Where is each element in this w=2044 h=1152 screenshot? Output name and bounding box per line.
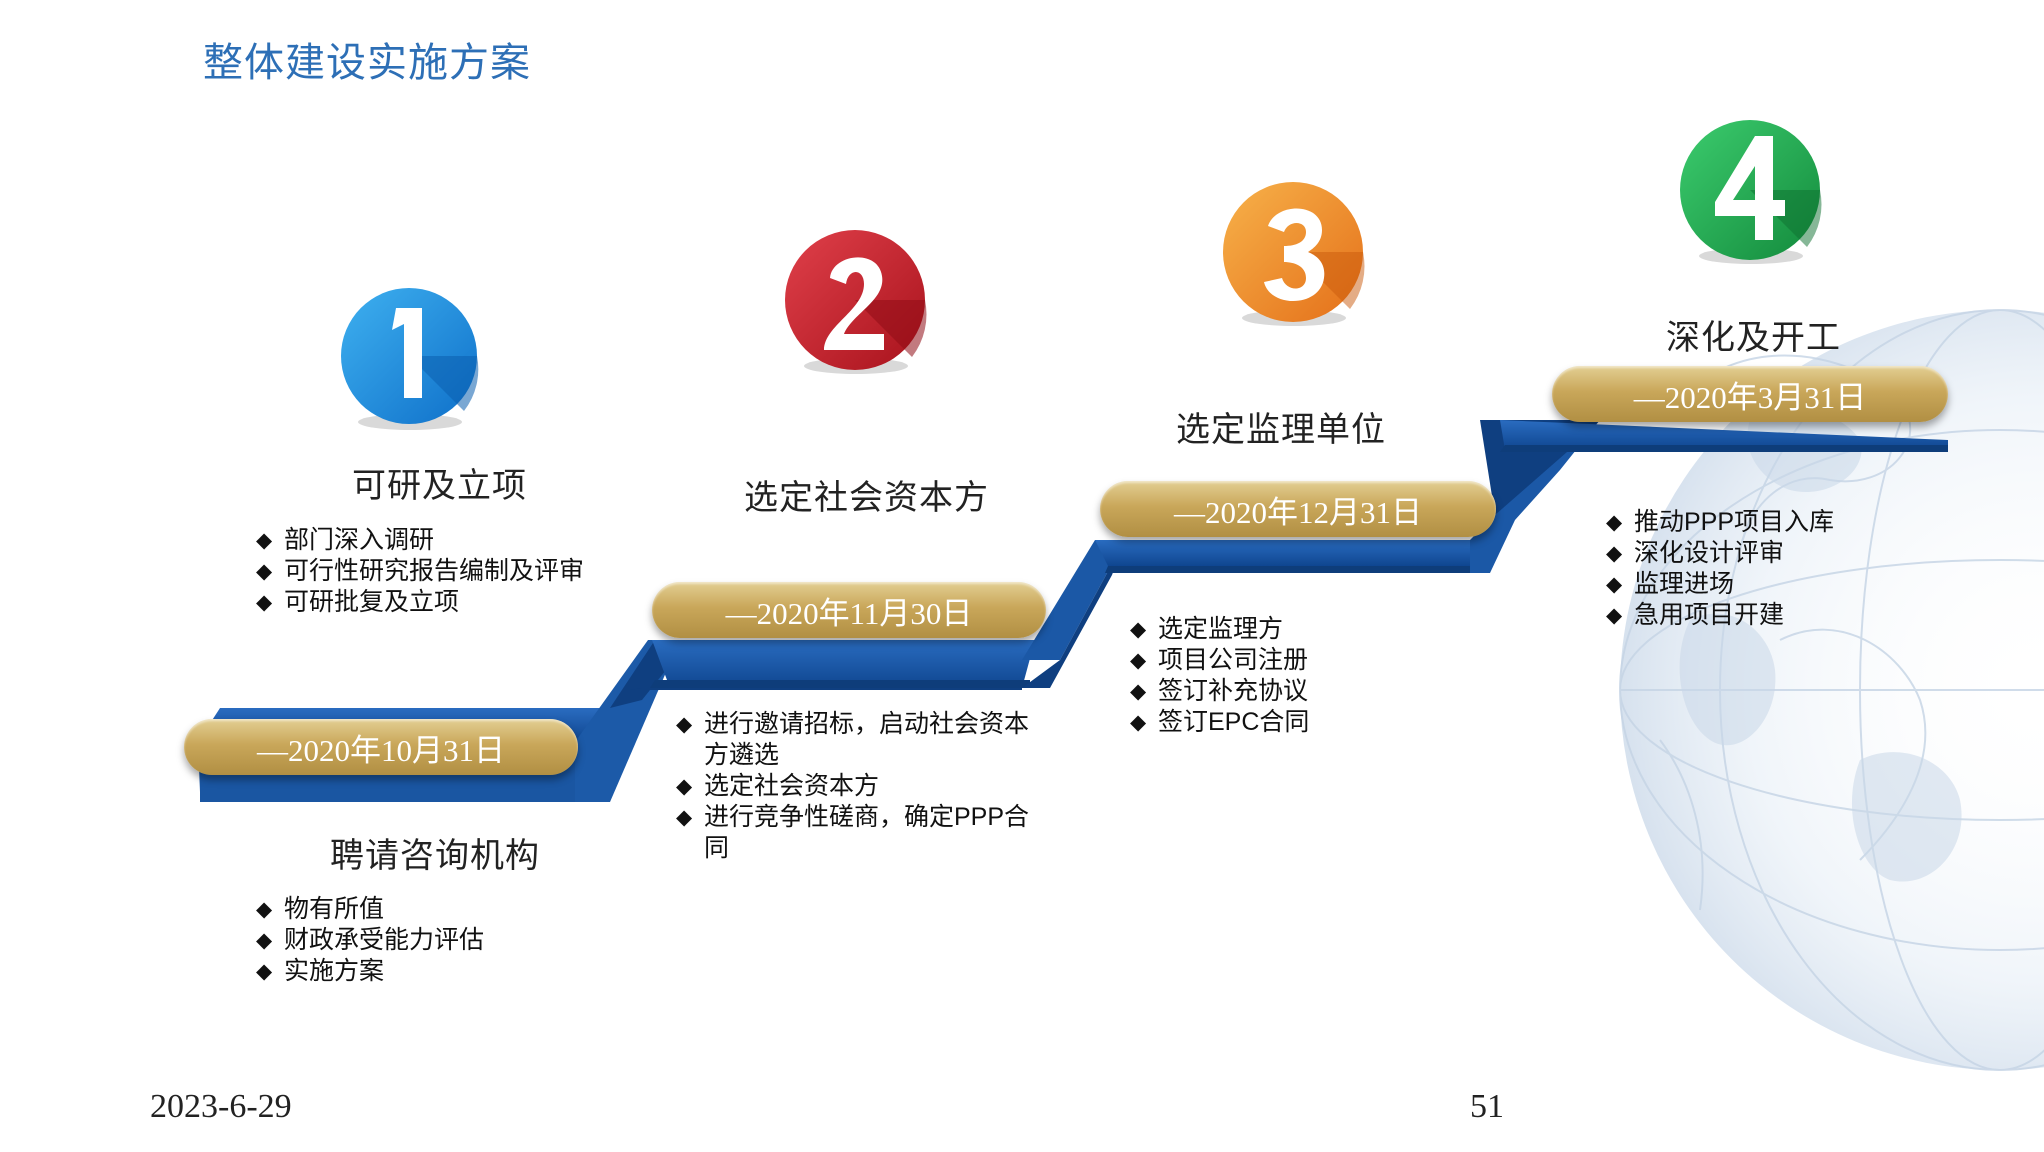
diamond-bullet-icon: ◆ — [256, 929, 273, 952]
number-3-icon — [1223, 182, 1365, 326]
stage-2-title: 选定社会资本方 — [744, 480, 989, 517]
page-number: 51 — [1470, 1088, 1504, 1125]
stage-3-list: ◆选定监理方 ◆项目公司注册 ◆签订补充协议 ◆签订EPC合同 — [1130, 614, 1309, 738]
diamond-bullet-icon: ◆ — [676, 775, 693, 798]
diamond-bullet-icon: ◆ — [1130, 618, 1147, 641]
diamond-bullet-icon: ◆ — [1606, 542, 1623, 565]
list-item: ◆可研批复及立项 — [256, 588, 460, 616]
stage-2-list: ◆进行邀请招标，启动社会资本方遴选 ◆选定社会资本方 ◆进行竞争性磋商，确定PP… — [676, 709, 1052, 864]
list-item: ◆部门深入调研 — [256, 526, 435, 554]
number-4-icon — [1680, 120, 1822, 264]
date-pill-2: —2020年11月30日 — [652, 582, 1046, 638]
diamond-bullet-icon: ◆ — [256, 529, 273, 552]
list-item: ◆选定监理方 — [1130, 615, 1284, 643]
date-pill-4: —2020年3月31日 — [1552, 366, 1948, 422]
diamond-bullet-icon: ◆ — [1130, 680, 1147, 703]
number-2-icon — [785, 230, 927, 374]
diamond-bullet-icon: ◆ — [256, 560, 273, 583]
diamond-bullet-icon: ◆ — [1606, 604, 1623, 627]
list-item: ◆进行竞争性磋商，确定PPP合同 — [676, 803, 1030, 862]
list-item: ◆签订补充协议 — [1130, 677, 1309, 705]
diamond-bullet-icon: ◆ — [676, 806, 693, 829]
diamond-bullet-icon: ◆ — [676, 713, 693, 736]
stage-1-list: ◆部门深入调研 ◆可行性研究报告编制及评审 ◆可研批复及立项 — [256, 525, 584, 618]
list-item: ◆物有所值 — [256, 895, 385, 923]
diamond-bullet-icon: ◆ — [256, 898, 273, 921]
list-item: ◆选定社会资本方 — [676, 772, 880, 800]
globe-background — [1619, 309, 2044, 1071]
list-item: ◆急用项目开建 — [1606, 601, 1785, 629]
stage-4-list: ◆推动PPP项目入库 ◆深化设计评审 ◆监理进场 ◆急用项目开建 — [1606, 507, 1834, 631]
list-item: ◆推动PPP项目入库 — [1606, 508, 1835, 536]
date-pill-1: —2020年10月31日 — [184, 719, 578, 775]
list-item: ◆深化设计评审 — [1606, 539, 1785, 567]
list-item: ◆财政承受能力评估 — [256, 926, 485, 954]
list-item: ◆签订EPC合同 — [1130, 708, 1310, 736]
diamond-bullet-icon: ◆ — [1606, 511, 1623, 534]
list-item: ◆可行性研究报告编制及评审 — [256, 557, 585, 585]
stage-3-title: 选定监理单位 — [1176, 412, 1386, 449]
diamond-bullet-icon: ◆ — [1606, 573, 1623, 596]
diamond-bullet-icon: ◆ — [1130, 711, 1147, 734]
list-item: ◆项目公司注册 — [1130, 646, 1309, 674]
first-step-title: 聘请咨询机构 — [330, 838, 540, 875]
date-pill-3: —2020年12月31日 — [1100, 481, 1496, 537]
diamond-bullet-icon: ◆ — [1130, 649, 1147, 672]
list-item: ◆实施方案 — [256, 957, 385, 985]
diamond-bullet-icon: ◆ — [256, 960, 273, 983]
first-step-list: ◆物有所值 ◆财政承受能力评估 ◆实施方案 — [256, 894, 484, 987]
slide-title: 整体建设实施方案 — [203, 40, 531, 85]
stage-1-title: 可研及立项 — [352, 468, 527, 505]
list-item: ◆监理进场 — [1606, 570, 1735, 598]
diamond-bullet-icon: ◆ — [256, 591, 273, 614]
number-1-icon — [341, 288, 479, 430]
stage-4-title: 深化及开工 — [1666, 320, 1841, 357]
footer-date: 2023-6-29 — [150, 1088, 292, 1125]
list-item: ◆进行邀请招标，启动社会资本方遴选 — [676, 710, 1030, 769]
